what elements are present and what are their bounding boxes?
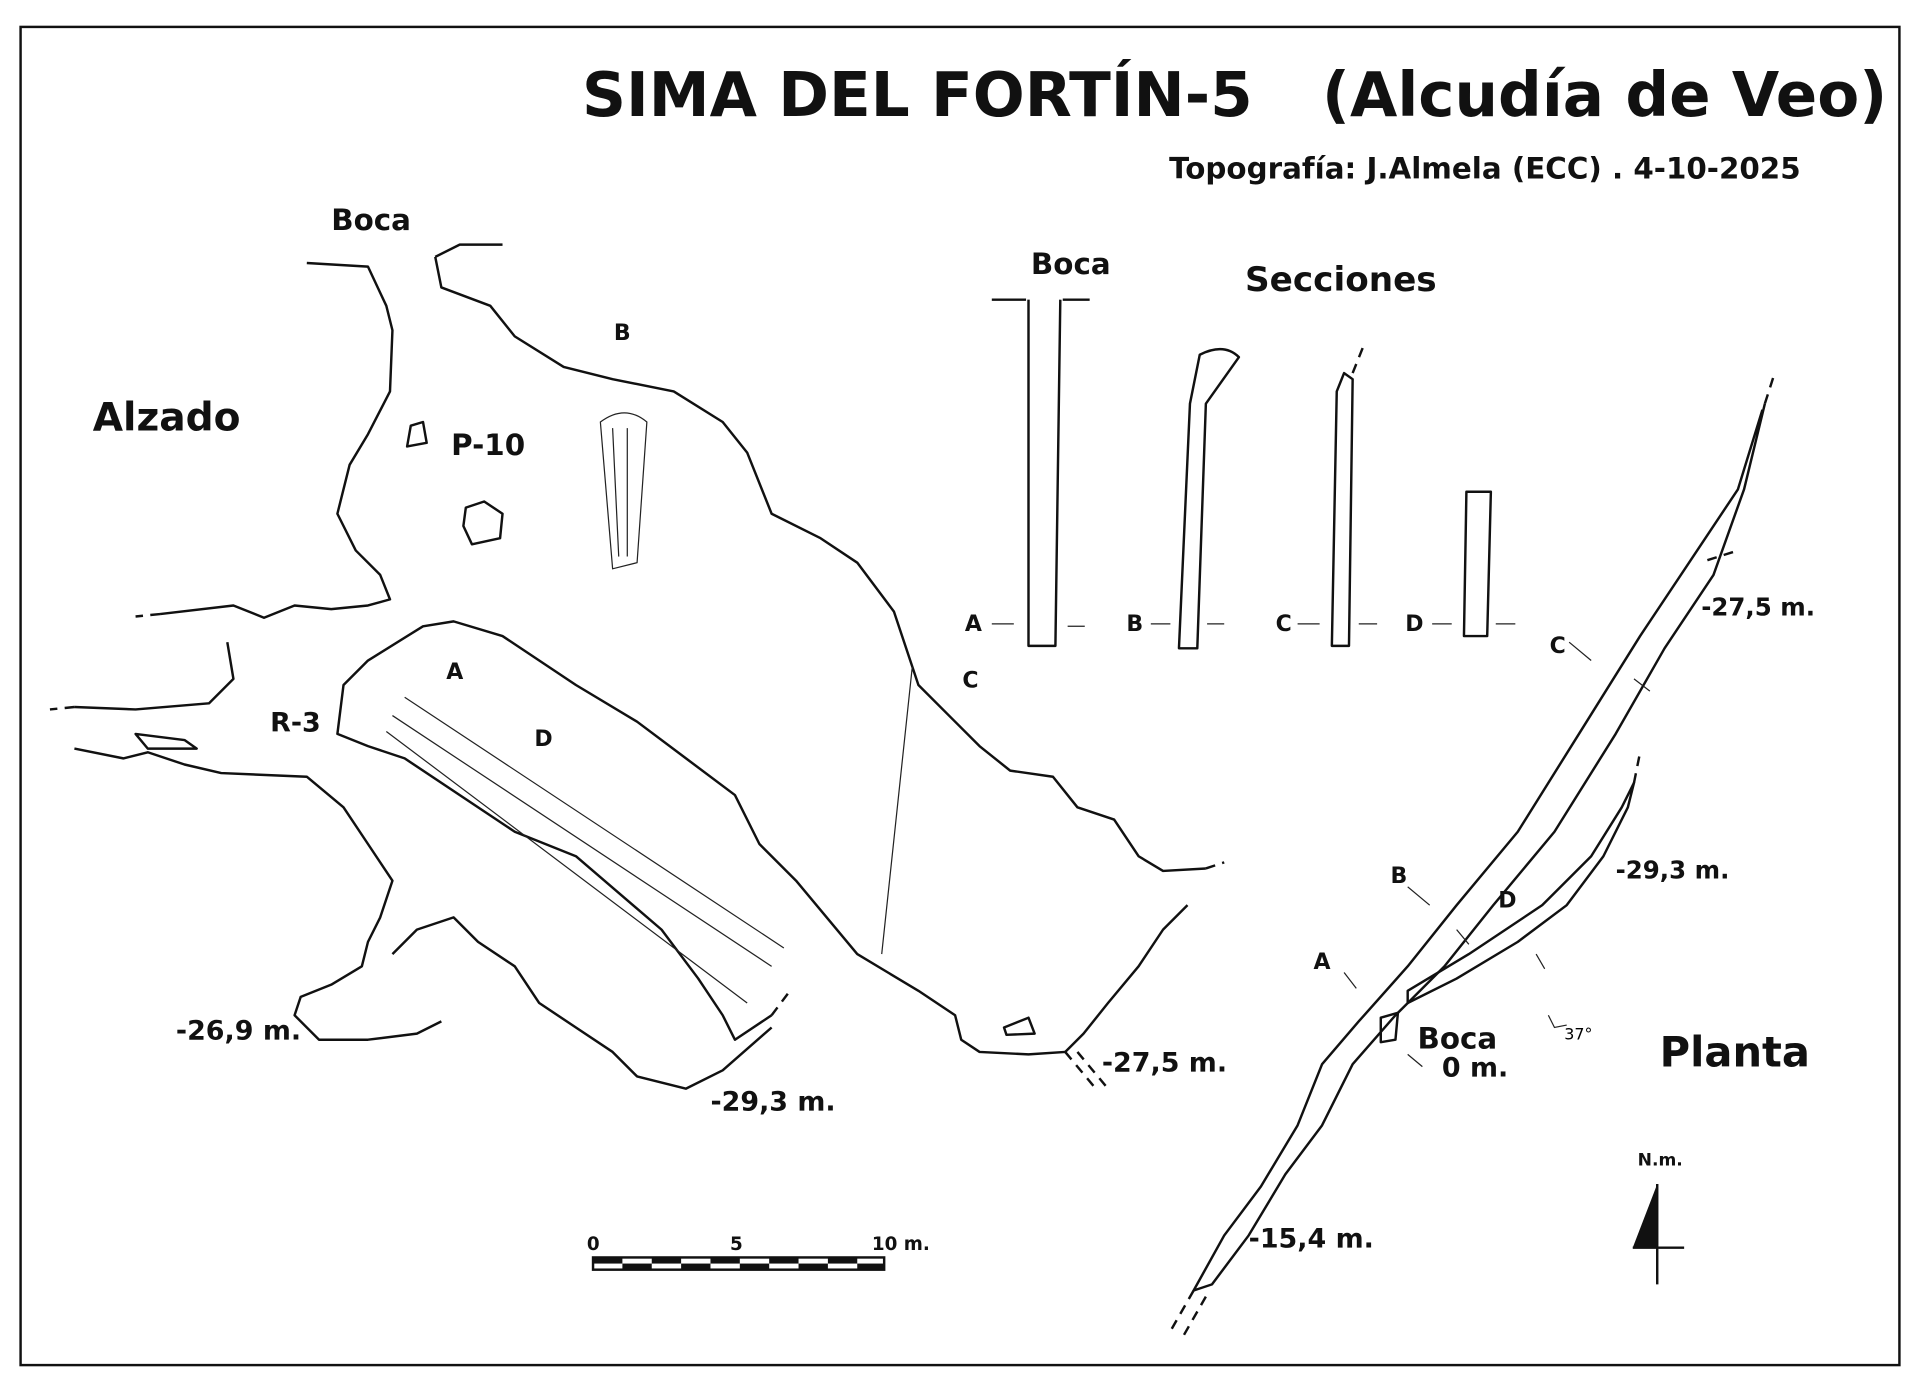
depth-27-5: -27,5 m. xyxy=(1102,1048,1227,1079)
north-label: N.m. xyxy=(1638,1151,1683,1171)
scale-5: 5 xyxy=(730,1234,743,1255)
mark-b: B xyxy=(614,321,631,346)
planta-mark-b: B xyxy=(1391,864,1408,889)
section-a: A xyxy=(965,612,982,637)
planta-mark-c: C xyxy=(1550,634,1566,659)
scale-0: 0 xyxy=(587,1234,600,1255)
slope-label: 37° xyxy=(1564,1025,1592,1044)
alzado-outline xyxy=(49,243,1225,1090)
mark-a: A xyxy=(446,660,463,685)
alzado-label: Alzado xyxy=(93,396,241,441)
mark-d: D xyxy=(534,727,552,752)
section-c: C xyxy=(1276,612,1292,637)
credits: Topografía: J.Almela (ECC) . 4-10-2025 xyxy=(1169,152,1800,186)
secciones-label: Secciones xyxy=(1245,260,1437,300)
planta-depth-27-5: -27,5 m. xyxy=(1701,592,1815,621)
depth-26-9: -26,9 m. xyxy=(176,1016,301,1047)
section-b: B xyxy=(1126,612,1143,637)
planta-label: Planta xyxy=(1660,1028,1810,1077)
pitch-label: P-10 xyxy=(451,428,525,462)
section-d: D xyxy=(1405,612,1423,637)
sections: A B C D xyxy=(965,298,1516,650)
ramp-label: R-3 xyxy=(270,707,321,738)
location: (Alcudía de Veo) xyxy=(1322,60,1887,131)
depth-29-3: -29,3 m. xyxy=(710,1087,835,1118)
planta-outline xyxy=(1168,372,1776,1341)
secciones-boca: Boca xyxy=(1031,247,1111,281)
scale-10: 10 m. xyxy=(872,1234,930,1255)
title: SIMA DEL FORTÍN-5 xyxy=(582,59,1253,131)
scale-bar: 0 5 10 m. xyxy=(587,1234,930,1271)
planta-boca-depth: 0 m. xyxy=(1442,1052,1508,1083)
mark-c: C xyxy=(962,668,978,693)
planta-depth-29-3: -29,3 m. xyxy=(1616,855,1730,884)
alzado-boca: Boca xyxy=(331,203,411,237)
planta-depth-15-4: -15,4 m. xyxy=(1249,1224,1374,1255)
planta-mark-d: D xyxy=(1498,889,1516,914)
planta-boca: Boca xyxy=(1417,1021,1497,1055)
planta-mark-a: A xyxy=(1314,950,1331,975)
north-arrow-icon: N.m. xyxy=(1632,1151,1685,1285)
frame xyxy=(19,25,1901,1367)
